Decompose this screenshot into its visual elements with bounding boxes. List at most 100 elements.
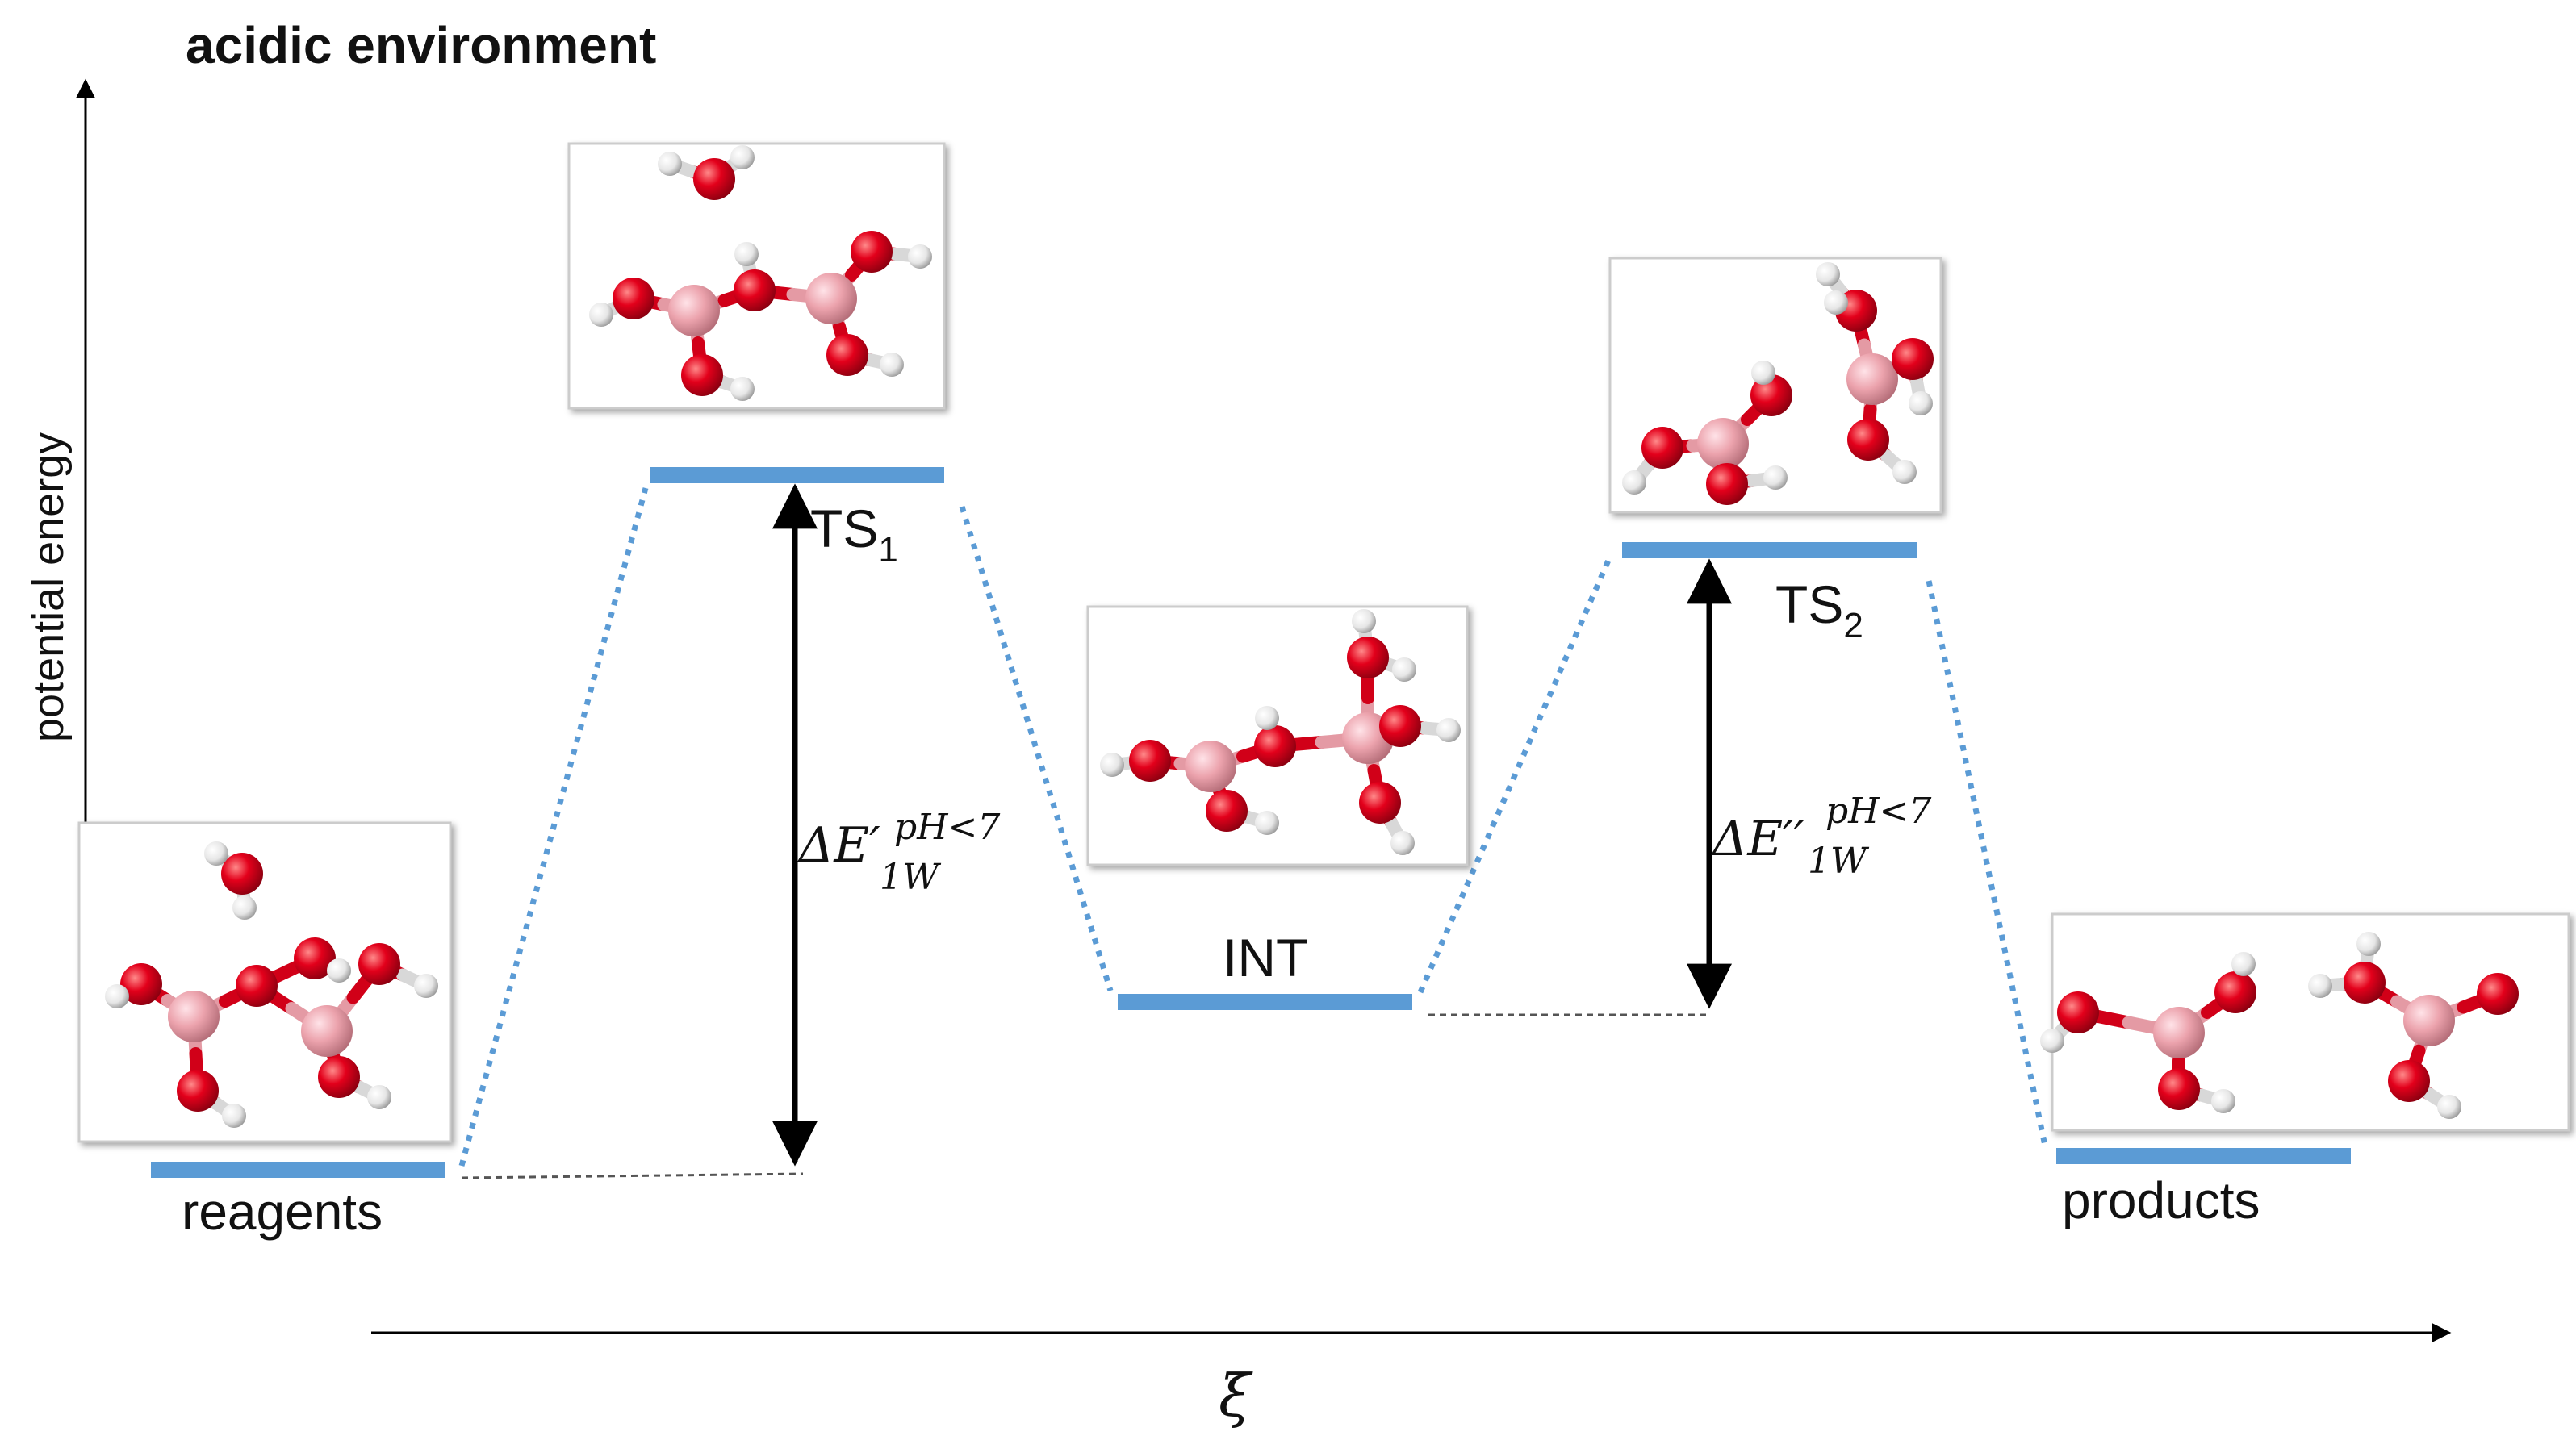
oxygen-atom xyxy=(120,963,162,1005)
boron-atom xyxy=(2153,1007,2205,1058)
hydrogen-atom xyxy=(222,1104,246,1128)
connector-reagents-ts1 xyxy=(458,487,649,1167)
hydrogen-atom xyxy=(2308,974,2332,998)
hydrogen-atom xyxy=(1352,609,1376,633)
barrier-label-1-base: ΔE′ xyxy=(797,817,880,874)
hydrogen-atom xyxy=(1255,811,1279,835)
ball-and-stick-molecule-icon xyxy=(1100,609,1461,855)
hydrogen-atom xyxy=(2231,952,2256,976)
barrier-label-1: ΔE′ pH<7 1W xyxy=(797,807,1000,898)
ball-and-stick-molecule-icon xyxy=(1622,262,1934,505)
hydrogen-atom xyxy=(1622,470,1646,495)
label-ts2-sub: 2 xyxy=(1843,606,1863,645)
y-axis-label: potential energy xyxy=(24,432,73,742)
hydrogen-atom xyxy=(367,1085,391,1109)
oxygen-atom xyxy=(1706,463,1748,505)
boron-atom xyxy=(1846,353,1898,405)
oxygen-atom xyxy=(1206,790,1248,832)
boron-atom xyxy=(1697,418,1749,470)
label-ts2-main: TS xyxy=(1775,574,1843,634)
hydrogen-atom xyxy=(1892,460,1917,484)
connectors xyxy=(458,487,2049,1167)
hydrogen-atom xyxy=(327,958,351,983)
hydrogen-atom xyxy=(1751,361,1775,385)
oxygen-atom xyxy=(294,937,336,979)
hydrogen-atom xyxy=(1763,465,1788,490)
oxygen-atom xyxy=(2057,991,2099,1033)
oxygen-atom xyxy=(1847,419,1889,461)
hydrogen-atom xyxy=(589,303,613,327)
oxygen-atom xyxy=(2477,973,2519,1015)
label-int: INT xyxy=(1223,928,1308,987)
hydrogen-atom xyxy=(1436,718,1461,742)
ball-and-stick-molecule-icon xyxy=(2040,932,2519,1119)
oxygen-atom xyxy=(1892,338,1934,380)
boron-atom xyxy=(168,991,220,1042)
x-axis-label: ξ xyxy=(1219,1362,1253,1430)
label-ts1-sub: 1 xyxy=(878,530,897,570)
oxygen-atom xyxy=(613,278,654,319)
oxygen-atom xyxy=(221,853,263,895)
hydrogen-atom xyxy=(2040,1029,2064,1053)
boron-atom xyxy=(805,273,857,324)
molecule-image-ts1 xyxy=(567,142,946,410)
oxygen-atom xyxy=(1347,637,1389,678)
hydrogen-atom xyxy=(1100,753,1124,777)
hydrogen-atom xyxy=(1909,391,1933,415)
molecule-image-products xyxy=(2040,912,2570,1132)
barrier-label-2-sup: pH<7 xyxy=(1825,791,1931,832)
hydrogen-atom xyxy=(2356,932,2381,956)
barrier-label-1-sub: 1W xyxy=(880,857,942,898)
oxygen-atom xyxy=(693,158,735,200)
connector-int-ts2 xyxy=(1417,555,1613,994)
oxygen-atom xyxy=(236,965,278,1007)
hydrogen-atom xyxy=(730,145,755,169)
label-ts1-main: TS xyxy=(810,499,878,558)
label-ts2: TS2 xyxy=(1775,574,1863,645)
hydrogen-atom xyxy=(1816,262,1840,286)
hydrogen-atom xyxy=(1255,706,1279,730)
hydrogen-atom xyxy=(414,974,438,998)
diagram-title: acidic environment xyxy=(186,16,656,74)
oxygen-atom xyxy=(2158,1068,2200,1110)
oxygen-atom xyxy=(2388,1060,2430,1102)
ball-and-stick-molecule-icon xyxy=(105,841,438,1128)
hydrogen-atom xyxy=(1392,657,1416,682)
ball-and-stick-molecule-icon xyxy=(589,145,932,401)
hydrogen-atom xyxy=(730,377,755,401)
hydrogen-atom xyxy=(2211,1089,2235,1113)
reference-line-reagents xyxy=(461,1172,804,1179)
boron-atom xyxy=(2403,995,2455,1046)
hydrogen-atom xyxy=(105,984,129,1008)
hydrogen-atom xyxy=(734,242,759,266)
barrier-label-1-sup: pH<7 xyxy=(894,807,1000,848)
hydrogen-atom xyxy=(658,152,682,176)
hydrogen-atom xyxy=(232,895,257,920)
oxygen-atom xyxy=(2214,971,2256,1013)
oxygen-atom xyxy=(2344,962,2386,1004)
oxygen-atom xyxy=(734,269,776,311)
hydrogen-atom xyxy=(2437,1095,2461,1119)
hydrogen-atom xyxy=(1390,831,1415,855)
oxygen-atom xyxy=(1359,782,1401,824)
barrier-label-2-base: ΔE′′ xyxy=(1711,811,1805,867)
hydrogen-atom xyxy=(880,353,904,377)
molecule-image-ts2 xyxy=(1608,257,1942,514)
molecule-image-reagents xyxy=(77,821,452,1143)
hydrogen-atom xyxy=(908,244,932,269)
oxygen-atom xyxy=(851,231,893,273)
label-reagents: reagents xyxy=(182,1183,383,1241)
barrier-label-2-sub: 1W xyxy=(1808,841,1870,882)
boron-atom xyxy=(668,285,720,336)
oxygen-atom xyxy=(1129,740,1171,782)
oxygen-atom xyxy=(358,943,400,985)
oxygen-atom xyxy=(1379,705,1421,747)
oxygen-atom xyxy=(318,1056,360,1098)
oxygen-atom xyxy=(1254,725,1296,767)
label-ts1: TS1 xyxy=(810,499,898,570)
oxygen-atom xyxy=(826,334,868,376)
hydrogen-atom xyxy=(1824,290,1848,315)
oxygen-atom xyxy=(1750,374,1792,416)
molecule-image-int xyxy=(1086,605,1469,866)
